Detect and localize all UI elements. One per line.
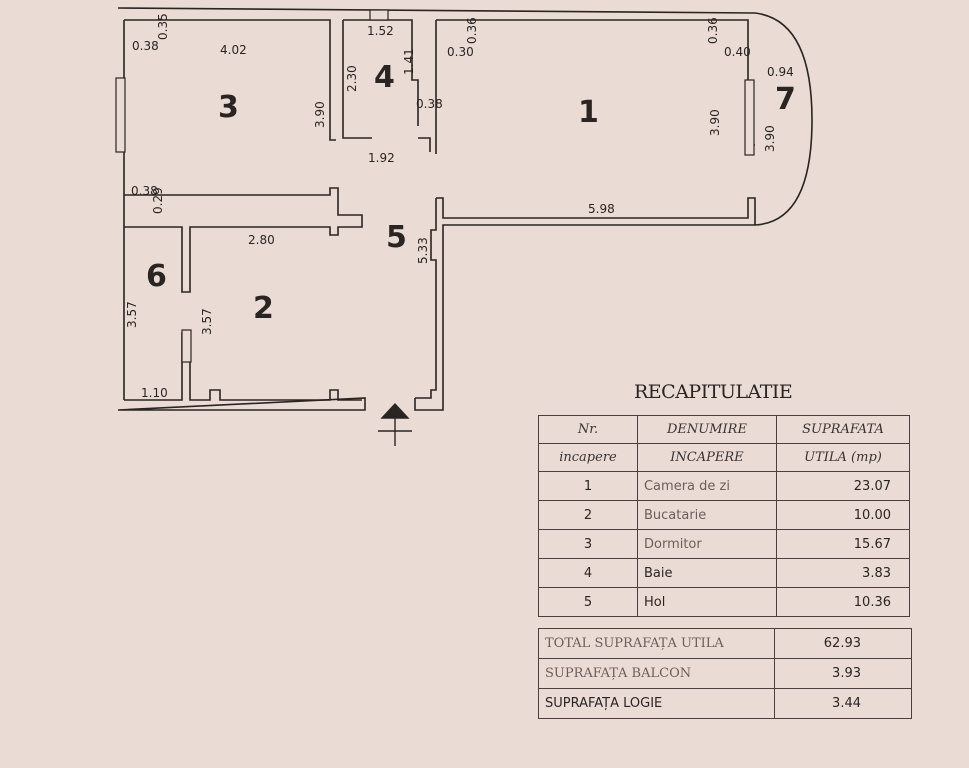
total-label: TOTAL SUPRAFAȚA UTILA [538,628,775,659]
header-nr: Nr. [538,415,638,444]
cell-area: 10.36 [775,587,911,617]
room-6-label: 6 [146,259,167,294]
dim-label: 3.57 [200,308,214,335]
cell-name: Camera de zi [636,471,777,501]
total-value: 62.93 [774,628,912,659]
dim-label: 0.38 [131,184,158,198]
entrance-marker [378,402,412,446]
header-area-2: UTILA (mp) [775,443,911,472]
dim-label: 3.90 [708,109,722,136]
cell-name: Dormitor [636,529,777,559]
dim-label: 0.35 [156,13,170,40]
cell-area: 15.67 [775,529,911,559]
header-name: DENUMIRE [636,415,777,444]
dim-label: 0.40 [724,45,751,59]
window-top [369,9,389,21]
cell-area: 10.00 [775,500,911,530]
loggia-value: 3.44 [774,688,912,719]
cell-name: Baie [636,558,777,588]
window-left [115,77,126,153]
dim-label: 2.80 [248,233,275,247]
room-2-label: 2 [253,291,274,326]
dim-label: 1.92 [368,151,395,165]
dim-label: 0.38 [416,97,443,111]
dim-label: 5.33 [416,237,430,264]
dim-label: 0.38 [132,39,159,53]
dim-label: 1.10 [141,386,168,400]
dim-label: 4.02 [220,43,247,57]
dim-label: 0.36 [465,17,479,44]
dim-label: 0.29 [151,187,165,214]
loggia-label: SUPRAFAȚA LOGIE [538,688,775,719]
bath-walls [342,19,755,154]
cell-nr: 3 [538,529,638,559]
dim-label: 0.94 [767,65,794,79]
cell-nr: 5 [538,587,638,617]
window-balcony [744,79,755,156]
balcony-value: 3.93 [774,658,912,689]
cell-nr: 1 [538,471,638,501]
outer-wall [117,7,813,411]
room-5-label: 5 [386,220,407,255]
balcony-label: SUPRAFAȚA BALCON [538,658,775,689]
window-kitchen [181,329,192,363]
dim-label: 0.36 [706,17,720,44]
dim-label: 0.30 [447,45,474,59]
room-7-label: 7 [775,82,796,117]
room-4-label: 4 [374,60,395,95]
room-1-label: 1 [578,95,599,130]
header-nr-2: incapere [538,443,638,472]
cell-area: 23.07 [775,471,911,501]
room-3-label: 3 [218,90,239,125]
dim-label: 5.98 [588,202,615,216]
dim-label: 1.52 [367,24,394,38]
inner-outline [123,19,363,401]
hall-walls [415,197,756,399]
cell-name: Hol [636,587,777,617]
dim-label: 2.30 [345,65,359,92]
dim-label: 3.90 [763,125,777,152]
cell-area: 3.83 [775,558,911,588]
recap-title: RECAPITULATIE [634,381,793,403]
cell-nr: 2 [538,500,638,530]
header-name-2: INCAPERE [636,443,777,472]
dim-label: 1.41 [402,48,416,75]
header-area: SUPRAFATA [775,415,911,444]
dim-label: 3.90 [313,101,327,128]
dim-label: 3.57 [125,301,139,328]
cell-nr: 4 [538,558,638,588]
cell-name: Bucatarie [636,500,777,530]
